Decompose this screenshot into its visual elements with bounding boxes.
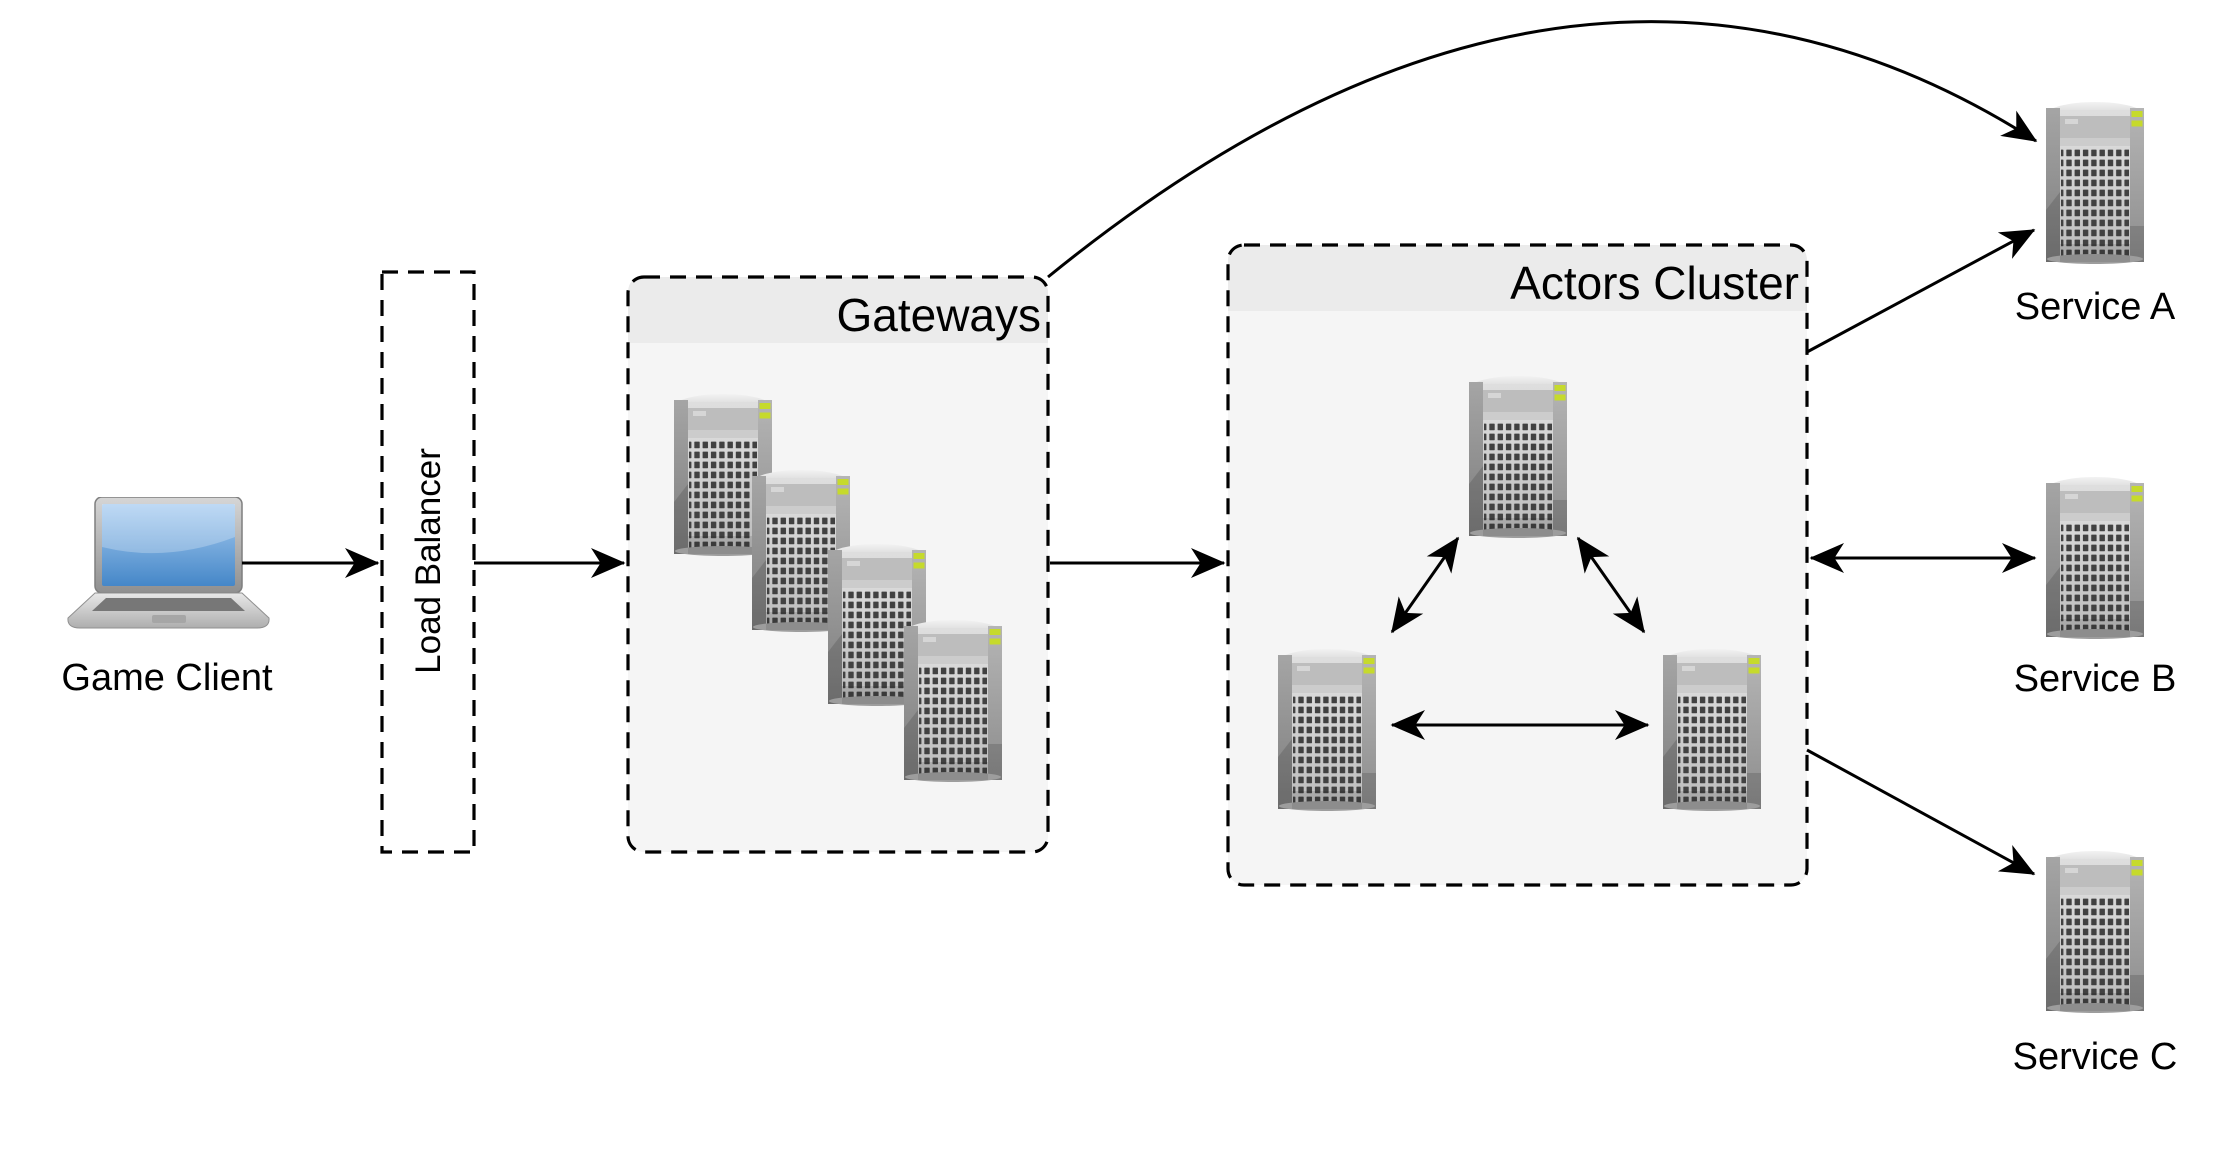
server-icon <box>1469 376 1567 538</box>
load-balancer-label: Load Balancer <box>409 448 448 674</box>
service-a-node: Service A <box>2015 102 2176 328</box>
actors-cluster-container: Actors Cluster <box>1226 243 1809 887</box>
actors-cluster-title: Actors Cluster <box>1510 257 1799 309</box>
server-icon <box>1278 649 1376 811</box>
game-client-node: Game Client <box>61 497 273 699</box>
gateways-container: Gateways <box>626 275 1050 854</box>
service-b-label: Service B <box>2014 658 2177 700</box>
edge-gateways-to-service-a <box>1047 20 2038 279</box>
edge-actors-to-service-c <box>1806 748 2036 876</box>
edge-actor-bl-to-top <box>1390 536 1460 634</box>
edge-actor-top-to-br <box>1576 536 1646 634</box>
load-balancer-box <box>380 270 476 854</box>
service-b-node: Service B <box>2014 477 2177 700</box>
server-icon <box>2046 851 2144 1013</box>
edges <box>242 20 2038 876</box>
server-icon <box>1663 649 1761 811</box>
service-c-node: Service C <box>2013 851 2178 1078</box>
server-icon <box>2046 477 2144 639</box>
game-client-label: Game Client <box>61 657 273 699</box>
server-icon <box>2046 102 2144 264</box>
edge-actors-to-service-a <box>1806 228 2036 354</box>
actors-cluster-header <box>1228 245 1807 311</box>
gateways-border <box>626 275 1050 854</box>
gateways-header <box>628 277 1048 343</box>
service-c-label: Service C <box>2013 1036 2178 1078</box>
laptop-icon <box>67 497 270 629</box>
load-balancer-node: Load Balancer <box>380 270 476 854</box>
gateways-title: Gateways <box>836 289 1041 341</box>
server-icon <box>904 620 1002 782</box>
service-a-label: Service A <box>2015 286 2176 328</box>
actors-cluster-border <box>1226 243 1809 887</box>
